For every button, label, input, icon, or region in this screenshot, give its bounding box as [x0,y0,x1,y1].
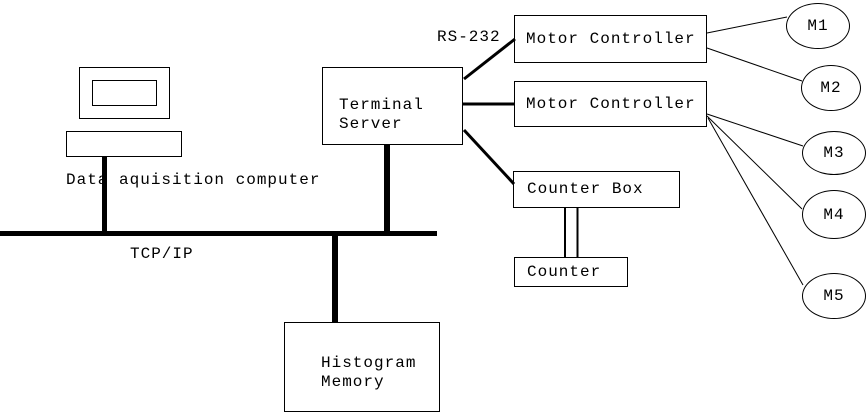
computer-keyboard-icon [66,131,182,157]
motor-m2-node: M2 [801,65,861,111]
motor-controller-1-label: Motor Controller [526,29,696,48]
motor-m4-label: M4 [823,205,845,224]
data-acquisition-computer-label: Data aquisition computer [66,171,321,189]
motor-controller-1-m1-link-line [706,16,788,34]
terminal-server-label: Terminal Server [339,96,424,133]
computer-screen-icon [92,80,157,106]
motor-m4-node: M4 [802,190,866,239]
motor-controller-2-m3-link-line [706,113,804,147]
motor-m1-label: M1 [807,17,829,35]
rs232-link-label: RS-232 [437,28,501,46]
motor-m2-label: M2 [820,79,842,97]
terminal-server-node: Terminal Server [322,67,463,145]
histogram-memory-node: Histogram Memory [284,322,440,412]
motor-controller-1-m2-link-line [706,47,803,82]
motor-m3-label: M3 [823,144,845,162]
motor-controller-2-label: Motor Controller [526,94,696,113]
motor-controller-2-node: Motor Controller [514,81,707,127]
motor-m5-node: M5 [802,273,866,319]
counter-box-node: Counter Box [513,171,680,208]
terminal-server-counter-box-link-line [462,128,516,186]
histogram-memory-label: Histogram Memory [321,354,417,391]
counter-node: Counter [514,257,628,287]
motor-controller-2-m4-link-line [706,115,803,210]
counter-box-label: Counter Box [527,180,644,198]
motor-controller-2-m5-link-line [707,117,804,286]
tcp-ip-bus-label: TCP/IP [130,245,194,263]
counter-label: Counter [527,262,602,281]
motor-m1-node: M1 [786,3,850,49]
motor-m3-node: M3 [802,131,866,175]
motor-controller-1-node: Motor Controller [514,15,707,63]
motor-m5-label: M5 [823,287,845,305]
